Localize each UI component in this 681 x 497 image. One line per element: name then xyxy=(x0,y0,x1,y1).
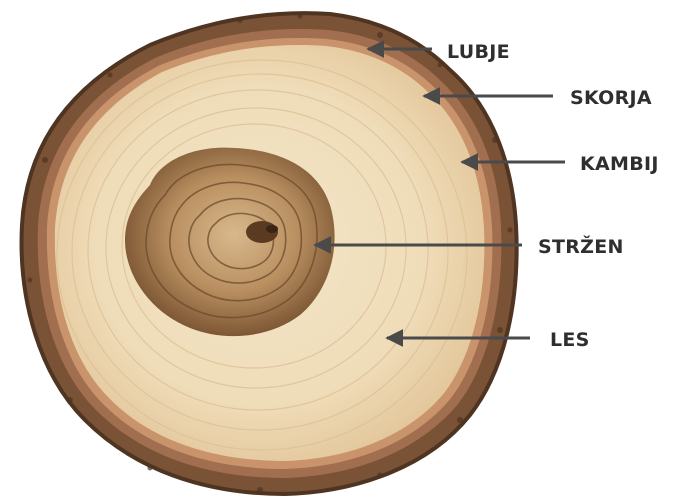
label-lubje: LUBJE xyxy=(447,41,510,63)
label-kambij: KAMBIJ xyxy=(580,153,659,175)
label-strzen: STRŽEN xyxy=(538,235,624,258)
label-skorja: SKORJA xyxy=(570,87,652,109)
pith-center xyxy=(266,225,278,233)
label-les: LES xyxy=(550,329,590,351)
